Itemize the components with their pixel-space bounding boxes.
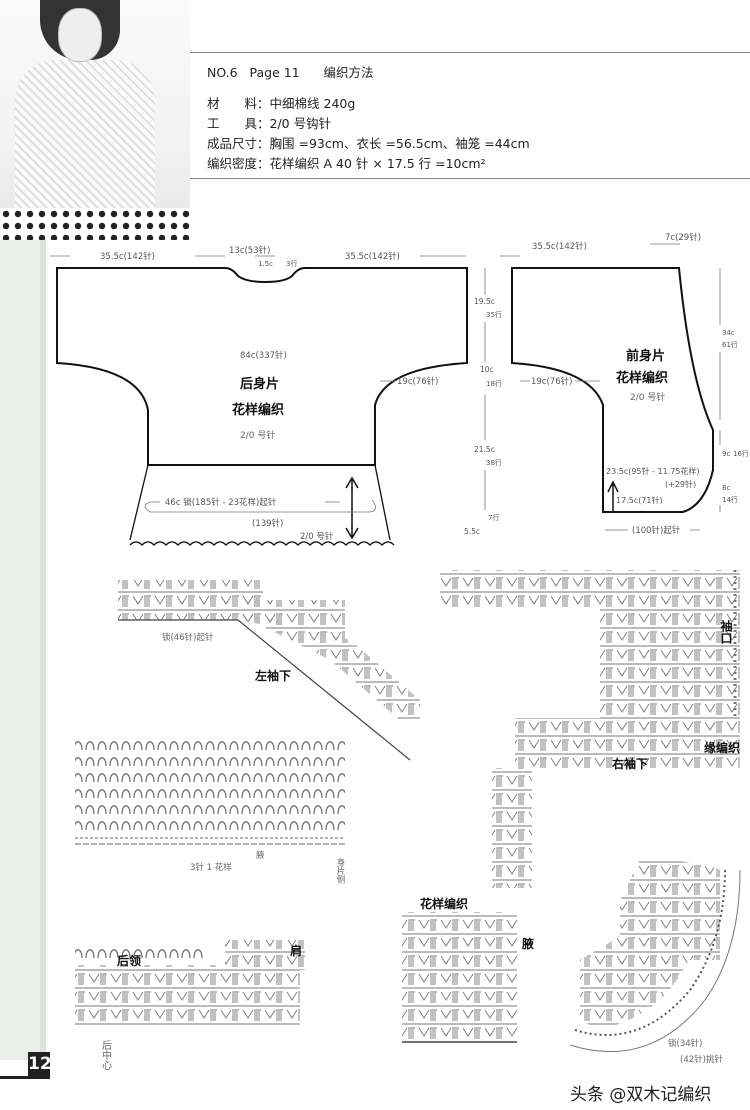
front-top-right-dim: 7c(29针) bbox=[665, 232, 701, 243]
pattern-number: NO.6 Page 11 编织方法 bbox=[207, 65, 374, 80]
back-top-left-dim: 35.5c(142针) bbox=[100, 251, 155, 262]
direction-arrow bbox=[345, 476, 359, 540]
left-cast-on: 锁(46针)起针 bbox=[162, 632, 214, 643]
shoulder-label: 肩 bbox=[290, 943, 302, 958]
dim-h3: 21.5c bbox=[474, 445, 495, 454]
dim-v1: 34c bbox=[722, 329, 735, 337]
header-rule-top bbox=[190, 52, 750, 53]
dim-h2: 10c bbox=[480, 365, 494, 374]
front-piece-outline bbox=[511, 267, 714, 513]
dim-h3-rows: 38行 bbox=[486, 458, 502, 467]
size-line: 成品尺寸：胸围 =93cm、衣长 =56.5cm、袖笼 =44cm bbox=[207, 136, 530, 151]
tools-line: 工 具：2/0 号钩针 bbox=[207, 116, 332, 131]
page-margin-shadow bbox=[40, 240, 46, 1060]
back-neck-label: 后领 bbox=[117, 953, 141, 968]
left-sleeve-chart bbox=[118, 580, 420, 761]
model-photo bbox=[0, 0, 190, 240]
back-width-dim: 84c(337针) bbox=[240, 350, 287, 361]
dim-h4-rows: 7行 bbox=[488, 513, 499, 522]
front-increase-count: (+29针) bbox=[665, 479, 696, 489]
pickup-count-label: (42针)挑针 bbox=[680, 1054, 723, 1065]
back-neck-width-dim: 13c(53针) bbox=[229, 245, 270, 256]
front-hook: 2/0 号针 bbox=[630, 391, 665, 403]
dim-h1-rows: 35行 bbox=[486, 310, 502, 319]
back-ruffle bbox=[129, 464, 395, 546]
page-number: 12 bbox=[28, 1052, 52, 1076]
back-center-label: 后中心 bbox=[100, 1040, 112, 1070]
back-neck-chart bbox=[75, 940, 305, 1027]
front-increase-dim: 23.5c(95针 - 11.75花样) bbox=[606, 466, 700, 476]
underarm-label: 腋 bbox=[256, 850, 265, 861]
back-piece-outline bbox=[56, 267, 468, 466]
cuff-chart bbox=[440, 570, 740, 888]
ruffle-hook: 2/0 号针 bbox=[300, 531, 334, 542]
header-rule-bottom bbox=[190, 178, 750, 179]
back-cast-on: 46c 锁(185针 - 23花样)起针 bbox=[165, 497, 277, 508]
back-hook: 2/0 号针 bbox=[240, 429, 275, 441]
dim-v3: 8c bbox=[722, 484, 730, 492]
pattern-chart-label: 花样编织 bbox=[420, 896, 468, 911]
front-direction-arrow bbox=[607, 480, 619, 512]
armpit-label: 腋 bbox=[522, 936, 534, 951]
neck-rows-dim: 3行 bbox=[286, 259, 297, 268]
neck-depth-dim: 1.5c bbox=[258, 260, 273, 268]
cuff-label: 袖口 bbox=[719, 619, 733, 645]
dim-h4: 5.5c bbox=[464, 527, 480, 536]
front-title: 前身片 bbox=[626, 348, 665, 364]
dim-v2: 9c bbox=[722, 450, 730, 458]
dim-h1: 19.5c bbox=[474, 297, 495, 306]
front-edging-chart bbox=[569, 860, 741, 1052]
left-sleeve-label: 左袖下 bbox=[254, 668, 291, 683]
front-base-dim: 17.5c(71针) bbox=[616, 495, 663, 505]
dim-h2-rows: 18行 bbox=[486, 379, 502, 388]
chain-count-label: 锁(34针) bbox=[668, 1038, 702, 1049]
materials-line: 材 料：中细棉线 240g bbox=[207, 96, 356, 111]
front-sleeve-dim: 19c(76针) bbox=[531, 376, 572, 387]
back-title: 后身片 bbox=[240, 376, 279, 392]
section-title: 编织方法 bbox=[323, 65, 374, 80]
dim-v3-rows: 14行 bbox=[722, 495, 738, 504]
edging-label: 缘编织 bbox=[704, 740, 740, 755]
page-margin-strip bbox=[0, 240, 46, 1060]
armpit-pattern-chart bbox=[402, 912, 517, 1043]
dim-v2-rows: 16行 bbox=[733, 449, 749, 458]
dim-v1-rows: 61行 bbox=[722, 340, 738, 349]
back-sleeve-dim: 19c(76针) bbox=[397, 376, 438, 387]
gauge-line: 编织密度：花样编织 A 40 针 × 17.5 行 =10cm² bbox=[207, 156, 486, 171]
back-top-right-dim: 35.5c(142针) bbox=[345, 251, 400, 262]
back-bottom-count: (139针) bbox=[252, 518, 283, 529]
right-sleeve-label: 右袖下 bbox=[611, 756, 648, 771]
body-side-label: 身片侧 bbox=[335, 857, 345, 884]
page-number-bar bbox=[0, 1076, 50, 1079]
edging-chart bbox=[75, 738, 345, 845]
watermark: 头条 @双木记编织 bbox=[570, 1085, 712, 1105]
front-pattern: 花样编织 bbox=[616, 370, 668, 386]
back-pattern: 花样编织 bbox=[232, 402, 284, 418]
repeat-label: 3针 1 花样 bbox=[190, 862, 232, 873]
front-top-dim: 35.5c(142针) bbox=[532, 241, 587, 252]
front-cast-on: (100针)起针 bbox=[632, 525, 681, 536]
